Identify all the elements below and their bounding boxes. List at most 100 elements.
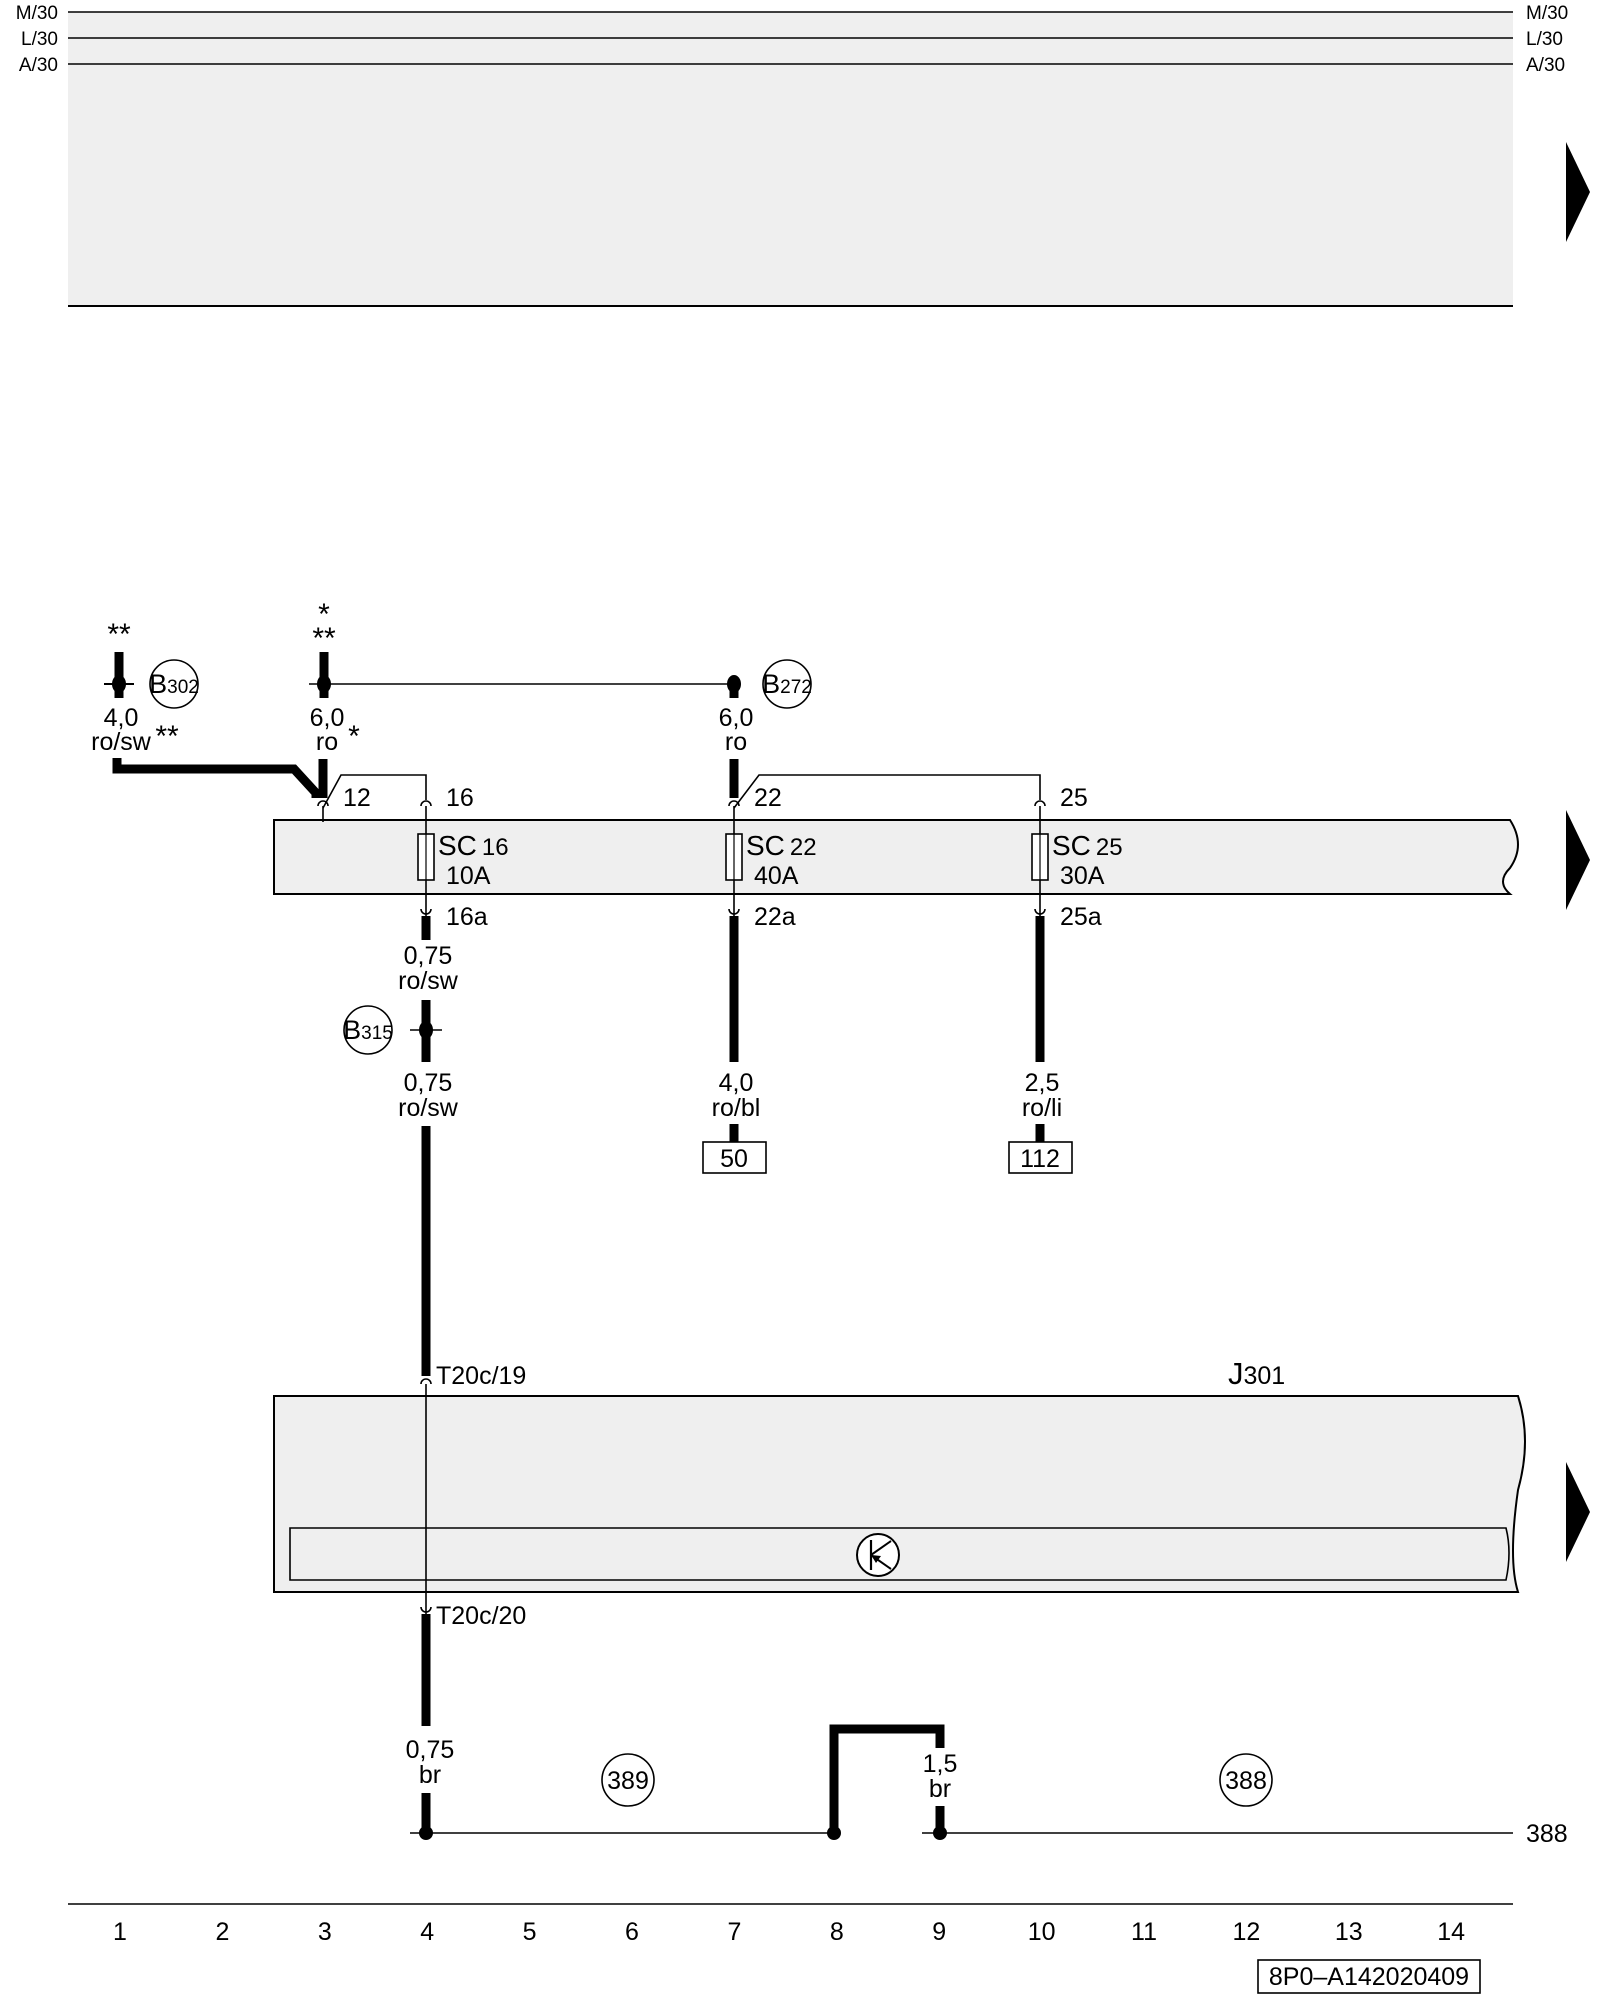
column-number: 4 bbox=[420, 1918, 434, 1946]
reference-label-50: 50 bbox=[720, 1145, 748, 1173]
sc16-wire-size-upper: 0,75 bbox=[404, 942, 453, 970]
bus-label-right-l30: L/30 bbox=[1526, 29, 1563, 50]
pin-label-22: 22 bbox=[754, 784, 782, 812]
bus-area-background bbox=[68, 12, 1513, 306]
pin-22a bbox=[728, 880, 740, 916]
bus-label-right-a30: A/30 bbox=[1526, 55, 1565, 76]
sc22-wire-color: ro/bl bbox=[712, 1094, 761, 1122]
column-number: 11 bbox=[1131, 1918, 1157, 1946]
pin-16a bbox=[420, 880, 432, 916]
pin-25a bbox=[1034, 880, 1046, 916]
column-number: 14 bbox=[1437, 1918, 1465, 1946]
ground-line-end-label: 388 bbox=[1526, 1820, 1568, 1848]
continuation-arrow-icon[interactable] bbox=[1566, 810, 1590, 910]
sc16-wire-color-lower: ro/sw bbox=[398, 1094, 459, 1122]
ground-junction-mid bbox=[827, 1826, 841, 1840]
column-number: 6 bbox=[625, 1918, 639, 1946]
column-number: 7 bbox=[727, 1918, 741, 1946]
b302-wire-mark: ** bbox=[155, 720, 179, 753]
splice-stars-bottom: ** bbox=[312, 622, 336, 655]
column-number: 8 bbox=[830, 1918, 844, 1946]
ground-junction-left bbox=[419, 1826, 433, 1840]
pin-label-16: 16 bbox=[446, 784, 474, 812]
connector-b272-label: B272 bbox=[762, 669, 812, 699]
column-number: 1 bbox=[113, 1918, 127, 1946]
ground-right-wire-size: 1,5 bbox=[923, 1750, 958, 1778]
fuse-sc16-rating: 10A bbox=[446, 862, 491, 890]
pin-label-22a: 22a bbox=[754, 903, 796, 931]
transistor-icon bbox=[856, 1533, 900, 1577]
column-number: 10 bbox=[1028, 1918, 1056, 1946]
pin-t20c-19 bbox=[420, 1378, 432, 1385]
sc25-wire-size: 2,5 bbox=[1025, 1069, 1060, 1097]
splice-wire-mark: * bbox=[348, 720, 360, 753]
column-number: 2 bbox=[215, 1918, 229, 1946]
fuse-bridge-22-25 bbox=[733, 774, 1041, 809]
pin-label-25: 25 bbox=[1060, 784, 1088, 812]
pin-label-t20c-20: T20c/20 bbox=[436, 1602, 526, 1630]
ground-point-388[interactable] bbox=[1219, 1753, 1273, 1807]
fuse-sc25-rating: 30A bbox=[1060, 862, 1105, 890]
splice-wire-size: 6,0 bbox=[310, 704, 345, 732]
bus-label-left-a30: A/30 bbox=[19, 55, 58, 76]
document-id: 8P0–A142020409 bbox=[1269, 1963, 1469, 1991]
fuse-carrier-sc bbox=[273, 819, 1519, 895]
b272-contact-dot bbox=[727, 675, 741, 693]
splice-stars-top: * bbox=[318, 598, 330, 631]
ground-left-wire-size: 0,75 bbox=[406, 1736, 455, 1764]
ground-junction-right bbox=[933, 1826, 947, 1840]
connector-b302-label: B302 bbox=[149, 669, 199, 699]
bus-label-left-m30: M/30 bbox=[16, 3, 58, 24]
pin-label-25a: 25a bbox=[1060, 903, 1102, 931]
ground-right-wire-color: br bbox=[929, 1775, 951, 1803]
reference-box-50[interactable] bbox=[702, 1141, 767, 1174]
pin-12 bbox=[317, 800, 329, 822]
fuse-sc22-rating: 40A bbox=[754, 862, 799, 890]
sc25-wire-color: ro/li bbox=[1022, 1094, 1062, 1122]
sc16-wire-size-lower: 0,75 bbox=[404, 1069, 453, 1097]
b302-stars: ** bbox=[107, 618, 131, 651]
reference-label-112: 112 bbox=[1020, 1145, 1060, 1173]
ground-left-wire-color: br bbox=[419, 1761, 441, 1789]
b272-wire-color: ro bbox=[725, 728, 747, 756]
b315-contact-dot bbox=[419, 1021, 433, 1039]
b302-contact-dot bbox=[112, 675, 126, 693]
splice-contact-dot bbox=[317, 675, 331, 693]
wire-b302-to-pin12 bbox=[112, 758, 321, 798]
continuation-arrow-icon[interactable] bbox=[1566, 142, 1590, 242]
transistor-arrow-icon bbox=[871, 1555, 881, 1563]
column-number: 13 bbox=[1335, 1918, 1363, 1946]
continuation-arrow-icon[interactable] bbox=[1566, 1462, 1590, 1562]
pin-label-16a: 16a bbox=[446, 903, 488, 931]
b302-wire-size: 4,0 bbox=[104, 704, 139, 732]
b302-wire-color: ro/sw bbox=[91, 728, 152, 756]
sc22-wire-size: 4,0 bbox=[719, 1069, 754, 1097]
bus-label-right-m30: M/30 bbox=[1526, 3, 1568, 24]
column-number: 5 bbox=[523, 1918, 537, 1946]
document-id-box bbox=[1257, 1959, 1481, 1994]
reference-box-112[interactable] bbox=[1008, 1141, 1073, 1174]
splice-wire-color: ro bbox=[316, 728, 338, 756]
pin-label-12: 12 bbox=[343, 784, 371, 812]
pin-t20c-20 bbox=[420, 1606, 432, 1613]
connector-b315-label: B315 bbox=[343, 1015, 393, 1045]
column-number: 9 bbox=[932, 1918, 946, 1946]
column-number: 3 bbox=[318, 1918, 332, 1946]
wire-ground-jumper bbox=[829, 1724, 945, 1833]
column-number: 12 bbox=[1232, 1918, 1260, 1946]
sc16-wire-color-upper: ro/sw bbox=[398, 967, 459, 995]
connector-b315 bbox=[343, 1005, 393, 1055]
ground-point-389-label: 389 bbox=[607, 1767, 649, 1795]
b272-wire-size: 6,0 bbox=[719, 704, 754, 732]
fuse-bridge-12-16 bbox=[322, 774, 427, 809]
connector-b302 bbox=[149, 659, 199, 709]
ground-point-389[interactable] bbox=[601, 1753, 655, 1807]
bus-label-left-l30: L/30 bbox=[21, 29, 58, 50]
control-unit-label: J301 bbox=[1228, 1356, 1285, 1391]
connector-b272 bbox=[762, 659, 812, 709]
